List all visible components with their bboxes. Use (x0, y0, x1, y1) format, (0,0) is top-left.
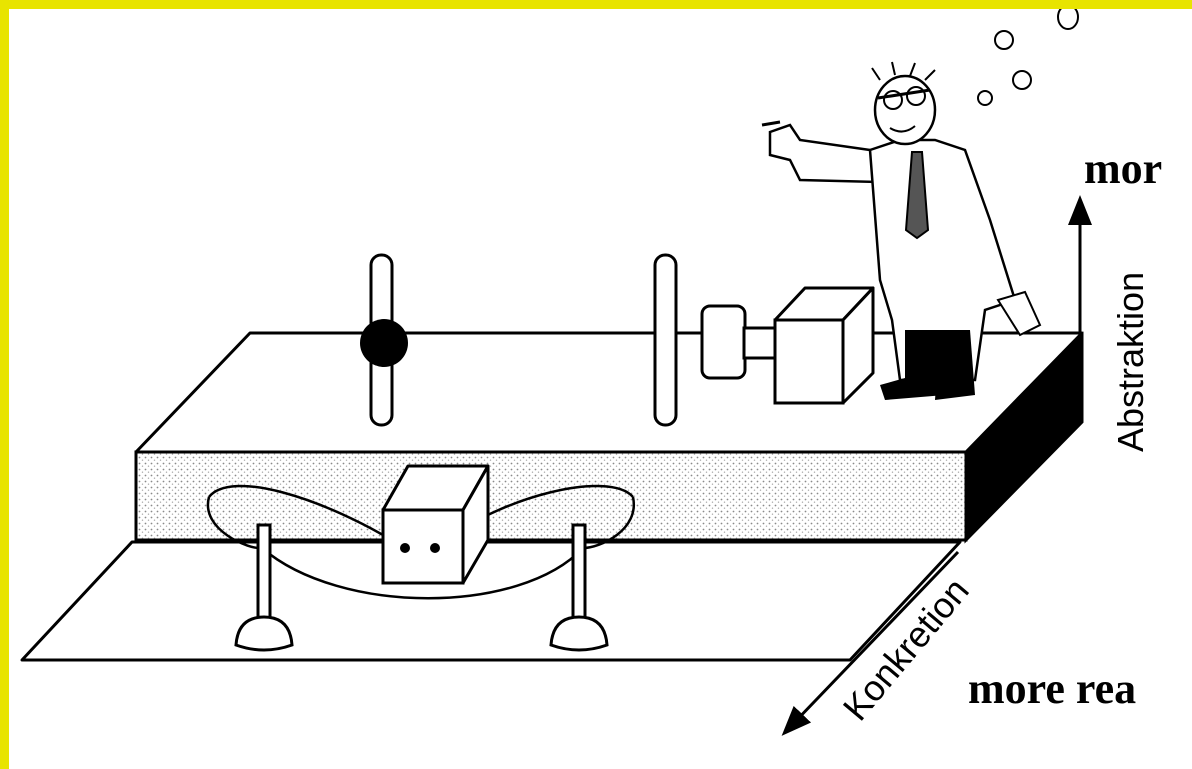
stand-left (234, 523, 294, 652)
abstraction-diagram: Abstraktion Konkretion mor more rea (20, 9, 1162, 736)
motor-box-icon (773, 286, 875, 405)
scientist-figure (761, 61, 1042, 400)
rod (653, 253, 678, 427)
ball-on-rod-icon (360, 253, 408, 427)
slab-front-face (134, 450, 968, 542)
konkretion-arrow-icon (781, 550, 960, 736)
ground-plane (20, 540, 962, 662)
thought-bubbles-icon (977, 9, 1079, 106)
stand-right (549, 523, 609, 652)
top-right-label: mor (1084, 144, 1162, 193)
diagram-frame: Abstraktion Konkretion mor more rea (9, 9, 1192, 769)
bottom-right-label: more rea (968, 664, 1136, 713)
connector-box (206, 464, 636, 600)
abstraktion-label: Abstraktion (1110, 272, 1151, 452)
pulley-icon (700, 304, 781, 380)
